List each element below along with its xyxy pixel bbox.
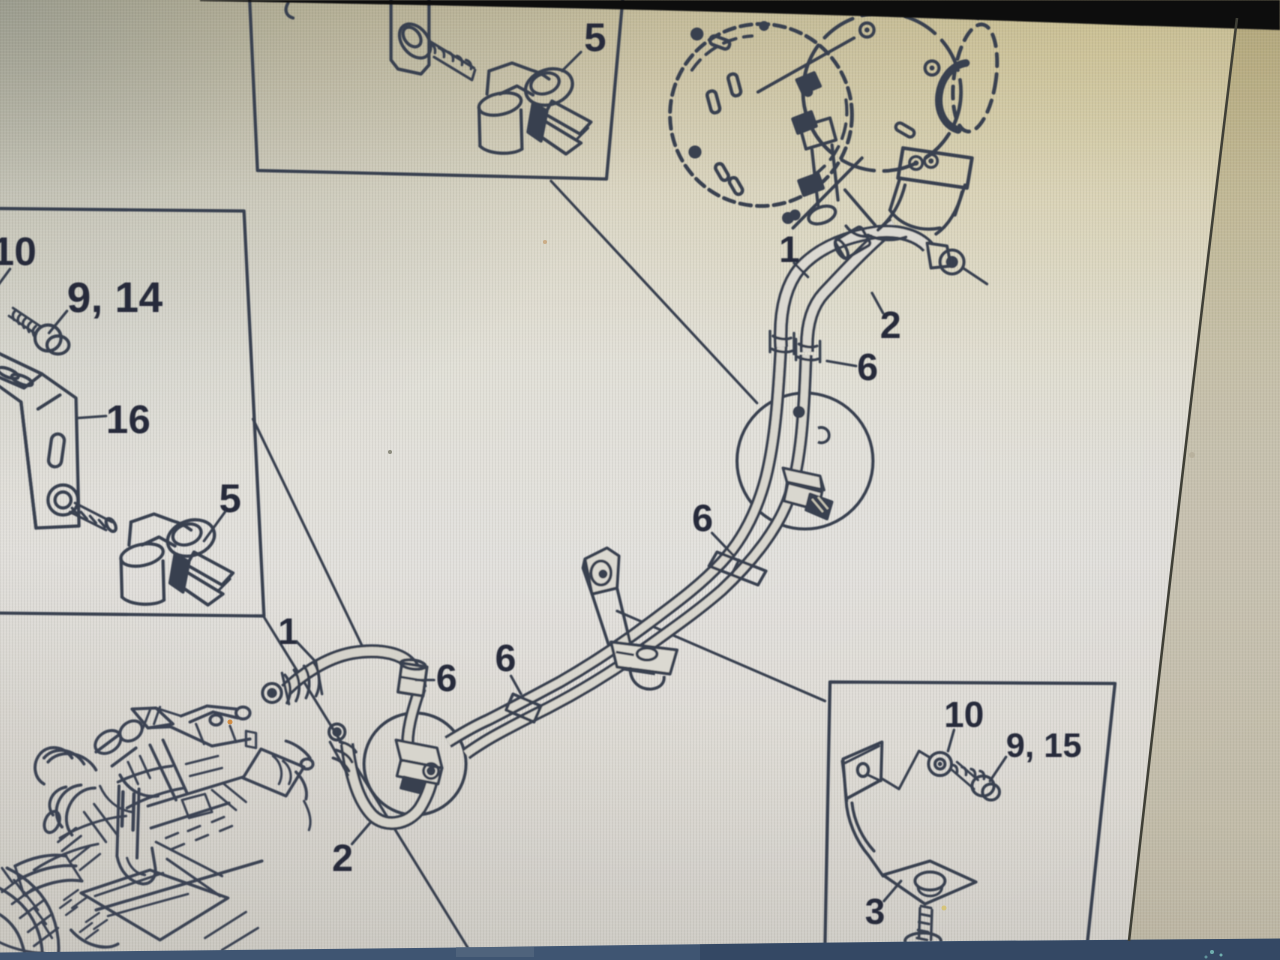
svg-text:6: 6	[495, 638, 516, 680]
svg-text:5: 5	[219, 477, 241, 521]
svg-text:2: 2	[880, 305, 901, 347]
svg-text:6: 6	[692, 498, 713, 540]
svg-text:9, 14: 9, 14	[67, 274, 163, 322]
svg-text:6: 6	[436, 658, 457, 700]
svg-text:3: 3	[865, 891, 885, 932]
svg-text:9, 15: 9, 15	[1006, 727, 1082, 765]
svg-text:1: 1	[779, 229, 800, 270]
svg-text:10: 10	[0, 230, 37, 274]
svg-text:2: 2	[332, 838, 353, 880]
svg-text:16: 16	[106, 398, 151, 442]
svg-text:5: 5	[584, 16, 606, 60]
svg-text:1: 1	[278, 611, 299, 652]
svg-text:10: 10	[944, 694, 984, 735]
svg-text:6: 6	[857, 347, 878, 389]
